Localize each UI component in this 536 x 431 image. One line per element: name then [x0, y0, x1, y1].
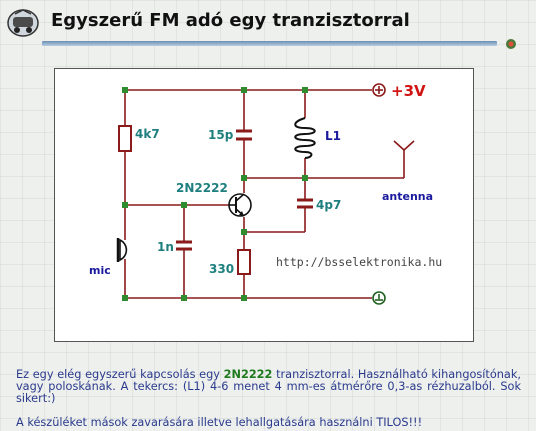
coil-l1 — [294, 117, 316, 159]
title-divider — [42, 41, 497, 46]
supply-terminal-icon — [372, 83, 386, 97]
description-part-2: tranzisztorral. Használható kihangosítón… — [16, 368, 521, 405]
part-name: 2N2222 — [223, 368, 273, 381]
description-text: Ez egy elég egyszerű kapcsolás egy 2N222… — [16, 369, 521, 405]
wires — [124, 89, 415, 299]
c-15p-label: 15p — [208, 128, 234, 142]
r-top-label: 4k7 — [135, 127, 160, 141]
capacitor-15p — [236, 129, 252, 141]
resistor-4k7 — [118, 125, 132, 152]
site-logo[interactable] — [6, 6, 40, 40]
capacitor-4p7 — [297, 198, 313, 209]
warning-text: A készüléket mások zavarására illetve le… — [16, 416, 423, 429]
transistor-label: 2N2222 — [176, 181, 228, 195]
page-title: Egyszerű FM adó egy tranzisztorral — [51, 10, 410, 31]
c-4p7-label: 4p7 — [316, 198, 341, 212]
c-1n-label: 1n — [157, 240, 174, 254]
junction-nodes — [122, 87, 308, 301]
mic-label: mic — [89, 264, 111, 277]
transistor-2n2222 — [228, 193, 252, 217]
antenna-label: antenna — [382, 190, 433, 203]
microphone-icon — [116, 238, 128, 262]
coil-label: L1 — [325, 129, 341, 143]
capacitor-1n — [176, 240, 192, 251]
watermark-url: http://bsselektronika.hu — [276, 255, 442, 269]
bullet-icon — [506, 39, 516, 49]
r-330-label: 330 — [209, 262, 234, 276]
header: Egyszerű FM adó egy tranzisztorral — [0, 0, 536, 52]
ground-terminal-icon — [372, 291, 386, 305]
resistor-330 — [237, 249, 251, 275]
description-part-1: Ez egy elég egyszerű kapcsolás egy — [16, 368, 224, 381]
supply-label: +3V — [391, 82, 426, 100]
